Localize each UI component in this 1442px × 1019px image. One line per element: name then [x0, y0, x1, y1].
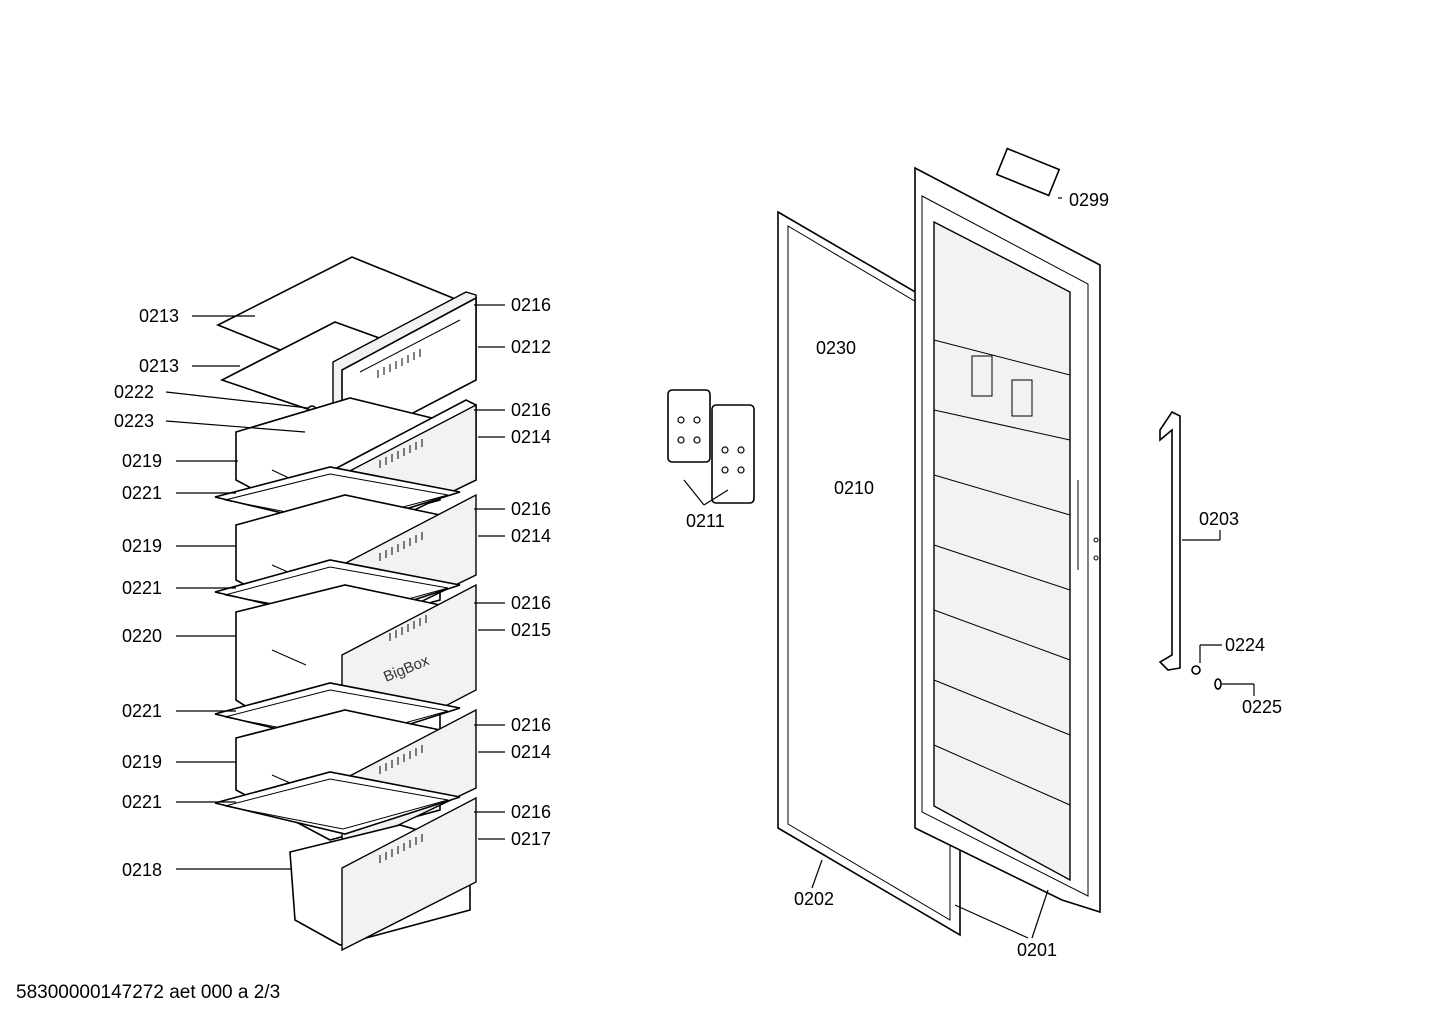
label-0221-c: 0221: [122, 701, 162, 721]
leader-lines-right: [811, 197, 1255, 939]
drawer-bottom: [289, 796, 477, 952]
leader-lines-left: [165, 304, 505, 870]
label-0213-a: 0213: [139, 306, 179, 326]
label-0202: 0202: [794, 889, 834, 909]
label-0216-a: 0216: [511, 295, 551, 315]
label-0221-a: 0221: [122, 483, 162, 503]
label-0223: 0223: [114, 411, 154, 431]
label-0213-b: 0213: [139, 356, 179, 376]
label-0230: 0230: [816, 338, 856, 358]
label-0216-e: 0216: [511, 715, 551, 735]
label-0221-b: 0221: [122, 578, 162, 598]
label-0225: 0225: [1242, 697, 1282, 717]
drawer-stack: BigBox: [214, 256, 477, 952]
label-0219-c: 0219: [122, 752, 162, 772]
door-inner-liner: [914, 166, 1101, 914]
label-0216-b: 0216: [511, 400, 551, 420]
label-0216-d: 0216: [511, 593, 551, 613]
label-0214-b: 0214: [511, 526, 551, 546]
label-0214-c: 0214: [511, 742, 551, 762]
ice-packs: [667, 389, 755, 506]
label-0222: 0222: [114, 382, 154, 402]
label-0201: 0201: [1017, 940, 1057, 960]
label-0224: 0224: [1225, 635, 1265, 655]
label-0215: 0215: [511, 620, 551, 640]
label-plate: [995, 147, 1061, 197]
document-footer: 58300000147272 aet 000 a 2/3: [16, 982, 280, 1003]
label-0216-f: 0216: [511, 802, 551, 822]
label-0214-a: 0214: [511, 427, 551, 447]
callout-labels: 0213 0213 0222 0223 0219 0221 0219 0221 …: [114, 190, 1282, 960]
label-0221-d: 0221: [122, 792, 162, 812]
label-0218: 0218: [122, 860, 162, 880]
wire-shelf-4: [214, 771, 461, 835]
label-0219-a: 0219: [122, 451, 162, 471]
label-0217: 0217: [511, 829, 551, 849]
label-0212: 0212: [511, 337, 551, 357]
hinge-bar: [1158, 410, 1221, 671]
label-0210: 0210: [834, 478, 874, 498]
label-0203: 0203: [1199, 509, 1239, 529]
label-0211: 0211: [686, 511, 725, 531]
washer-0225: [1214, 678, 1222, 690]
label-0299: 0299: [1069, 190, 1109, 210]
screw-0224: [1191, 665, 1201, 675]
label-0216-c: 0216: [511, 499, 551, 519]
label-0220: 0220: [122, 626, 162, 646]
label-0219-b: 0219: [122, 536, 162, 556]
